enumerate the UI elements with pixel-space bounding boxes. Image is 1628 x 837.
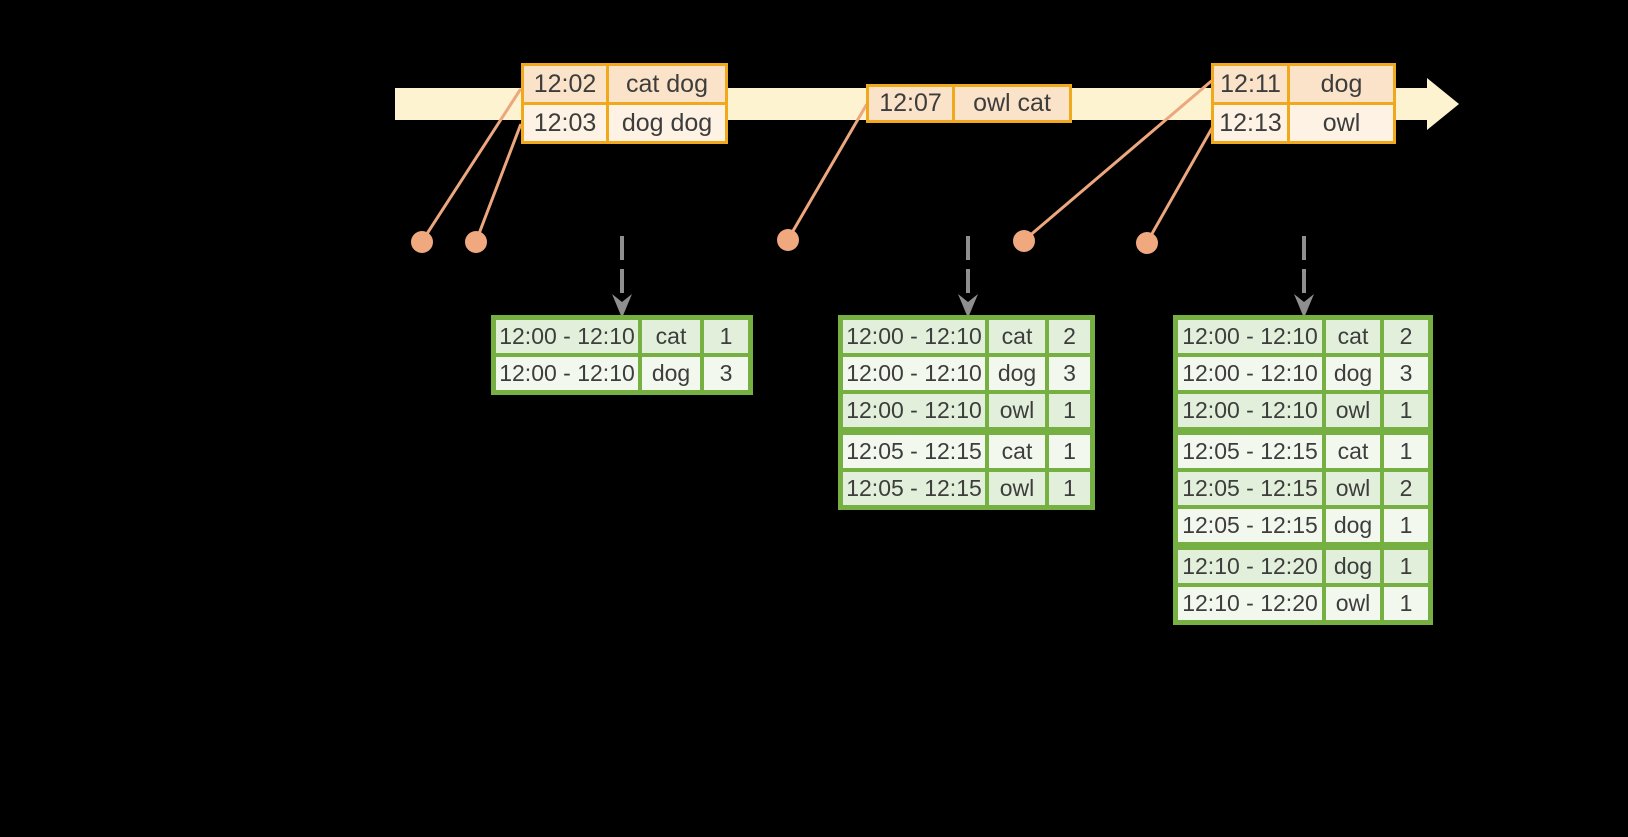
result-row: 12:05 - 12:15 cat 1 bbox=[1178, 435, 1428, 468]
result-row: 12:00 - 12:10 cat 2 bbox=[843, 320, 1090, 353]
word-cell: owl bbox=[989, 472, 1045, 505]
result-row: 12:00 - 12:10 cat 1 bbox=[496, 320, 748, 353]
word-cell: owl bbox=[1326, 472, 1380, 505]
result-row: 12:00 - 12:10 dog 3 bbox=[843, 357, 1090, 390]
word-cell: owl bbox=[1326, 587, 1380, 620]
window-cell: 12:10 - 12:20 bbox=[1178, 587, 1322, 620]
event-dot bbox=[777, 229, 799, 251]
result-row: 12:00 - 12:10 owl 1 bbox=[1178, 394, 1428, 427]
word-cell: dog bbox=[642, 357, 700, 390]
word-cell: cat bbox=[642, 320, 700, 353]
event-row: 12:13 owl bbox=[1214, 105, 1393, 141]
event-dot bbox=[1136, 232, 1158, 254]
word-cell: owl bbox=[989, 394, 1045, 427]
result-row: 12:05 - 12:15 cat 1 bbox=[843, 435, 1090, 468]
result-row: 12:00 - 12:10 dog 3 bbox=[496, 357, 748, 390]
count-cell: 2 bbox=[1384, 320, 1428, 353]
word-cell: cat bbox=[989, 320, 1045, 353]
result-row: 12:00 - 12:10 owl 1 bbox=[843, 394, 1090, 427]
window-cell: 12:00 - 12:10 bbox=[843, 357, 985, 390]
event-row: 12:11 dog bbox=[1214, 66, 1393, 102]
event-row: 12:07 owl cat bbox=[869, 87, 1069, 120]
event-row: 12:03 dog dog bbox=[524, 105, 725, 141]
event-time: 12:11 bbox=[1214, 66, 1287, 102]
word-cell: dog bbox=[1326, 357, 1380, 390]
word-cell: dog bbox=[1326, 509, 1380, 542]
window-cell: 12:05 - 12:15 bbox=[1178, 509, 1322, 542]
word-cell: dog bbox=[989, 357, 1045, 390]
event-time: 12:13 bbox=[1214, 105, 1287, 141]
result-table-2: 12:00 - 12:10 cat 2 12:00 - 12:10 dog 3 … bbox=[838, 315, 1095, 510]
dashed-down-arrow-icon bbox=[958, 236, 978, 318]
window-cell: 12:00 - 12:10 bbox=[1178, 357, 1322, 390]
count-cell: 1 bbox=[1384, 435, 1428, 468]
count-cell: 3 bbox=[704, 357, 748, 390]
result-row: 12:05 - 12:15 owl 1 bbox=[843, 472, 1090, 505]
count-cell: 1 bbox=[1049, 394, 1090, 427]
word-cell: cat bbox=[1326, 435, 1380, 468]
event-table-1: 12:02 cat dog 12:03 dog dog bbox=[521, 63, 728, 144]
event-table-2: 12:07 owl cat bbox=[866, 84, 1072, 123]
result-row: 12:10 - 12:20 dog 1 bbox=[1178, 550, 1428, 583]
result-table-1: 12:00 - 12:10 cat 1 12:00 - 12:10 dog 3 bbox=[491, 315, 753, 395]
count-cell: 2 bbox=[1049, 320, 1090, 353]
event-dot bbox=[465, 231, 487, 253]
connector-line bbox=[786, 103, 869, 241]
count-cell: 3 bbox=[1384, 357, 1428, 390]
count-cell: 1 bbox=[1384, 587, 1428, 620]
event-time: 12:03 bbox=[524, 105, 606, 141]
word-cell: cat bbox=[1326, 320, 1380, 353]
window-cell: 12:00 - 12:10 bbox=[843, 320, 985, 353]
dashed-down-arrow-icon bbox=[612, 236, 632, 318]
result-row: 12:00 - 12:10 dog 3 bbox=[1178, 357, 1428, 390]
window-cell: 12:10 - 12:20 bbox=[1178, 550, 1322, 583]
window-cell: 12:00 - 12:10 bbox=[843, 394, 985, 427]
window-cell: 12:00 - 12:10 bbox=[496, 320, 638, 353]
event-words: owl cat bbox=[955, 87, 1069, 120]
window-cell: 12:05 - 12:15 bbox=[1178, 435, 1322, 468]
count-cell: 3 bbox=[1049, 357, 1090, 390]
event-table-3: 12:11 dog 12:13 owl bbox=[1211, 63, 1396, 144]
count-cell: 1 bbox=[1384, 394, 1428, 427]
right-arrow-icon bbox=[1427, 78, 1459, 130]
window-cell: 12:00 - 12:10 bbox=[1178, 394, 1322, 427]
window-cell: 12:00 - 12:10 bbox=[1178, 320, 1322, 353]
window-cell: 12:05 - 12:15 bbox=[1178, 472, 1322, 505]
event-time: 12:02 bbox=[524, 66, 606, 102]
connector-line bbox=[474, 123, 523, 243]
count-cell: 1 bbox=[1384, 550, 1428, 583]
result-row: 12:10 - 12:20 owl 1 bbox=[1178, 587, 1428, 620]
event-words: owl bbox=[1290, 105, 1393, 141]
event-words: dog bbox=[1290, 66, 1393, 102]
count-cell: 1 bbox=[1384, 509, 1428, 542]
event-row: 12:02 cat dog bbox=[524, 66, 725, 102]
result-table-3: 12:00 - 12:10 cat 2 12:00 - 12:10 dog 3 … bbox=[1173, 315, 1433, 625]
result-row: 12:00 - 12:10 cat 2 bbox=[1178, 320, 1428, 353]
word-cell: dog bbox=[1326, 550, 1380, 583]
event-words: dog dog bbox=[609, 105, 725, 141]
count-cell: 1 bbox=[1049, 435, 1090, 468]
count-cell: 2 bbox=[1384, 472, 1428, 505]
word-cell: owl bbox=[1326, 394, 1380, 427]
result-row: 12:05 - 12:15 dog 1 bbox=[1178, 509, 1428, 542]
event-time: 12:07 bbox=[869, 87, 952, 120]
word-cell: cat bbox=[989, 435, 1045, 468]
count-cell: 1 bbox=[704, 320, 748, 353]
event-words: cat dog bbox=[609, 66, 725, 102]
window-cell: 12:05 - 12:15 bbox=[843, 472, 985, 505]
connector-line bbox=[1145, 123, 1216, 244]
dashed-down-arrow-icon bbox=[1294, 236, 1314, 318]
result-row: 12:05 - 12:15 owl 2 bbox=[1178, 472, 1428, 505]
window-cell: 12:00 - 12:10 bbox=[496, 357, 638, 390]
event-dot bbox=[1013, 230, 1035, 252]
event-dot bbox=[411, 231, 433, 253]
count-cell: 1 bbox=[1049, 472, 1090, 505]
window-cell: 12:05 - 12:15 bbox=[843, 435, 985, 468]
